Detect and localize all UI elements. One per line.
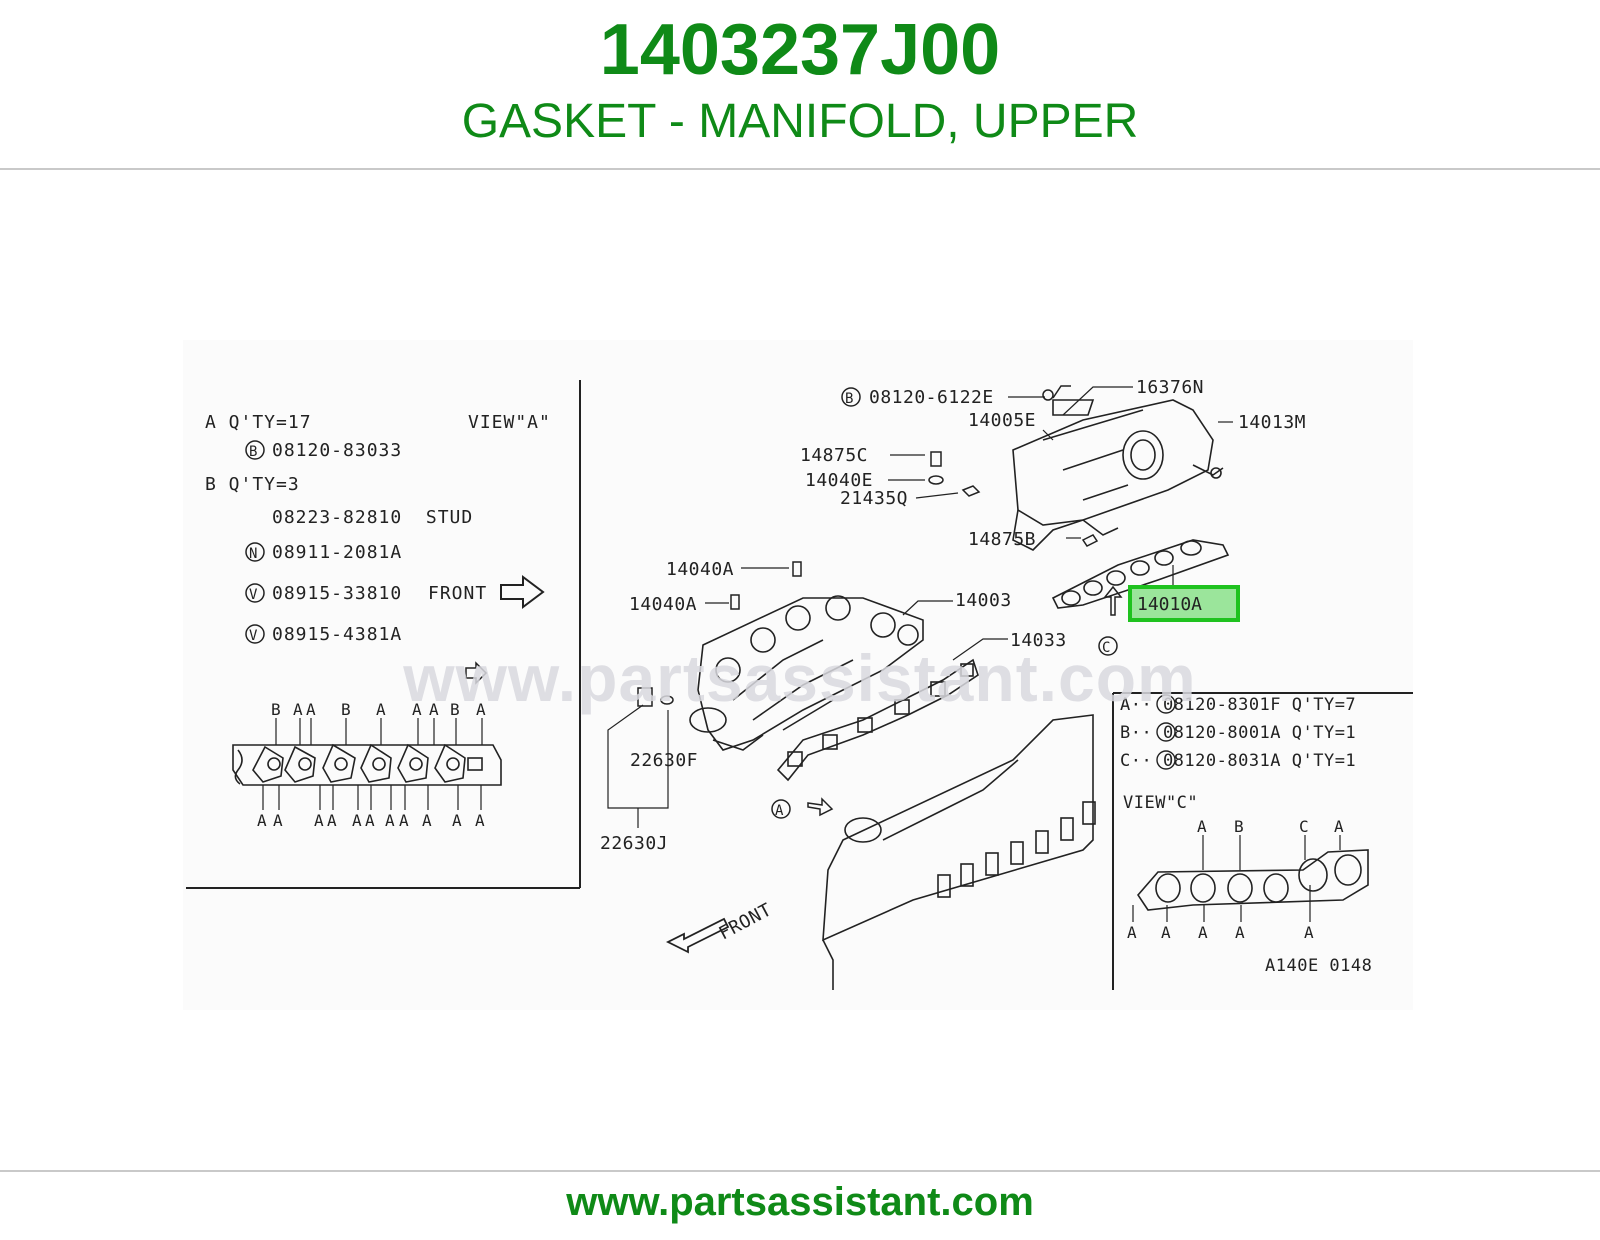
view-a-top-letter: A	[376, 700, 386, 719]
view-c-bottom-letter: A	[1161, 923, 1171, 942]
view-a-bottom-letter: A	[422, 811, 432, 830]
highlight-box-14010A[interactable]	[1128, 585, 1240, 622]
view-c-line-a: A·· 08120-8301F Q'TY=7	[1120, 695, 1356, 715]
view-c-top-letter: B	[1234, 817, 1244, 836]
svg-text:N: N	[249, 546, 258, 562]
view-a-manifold	[232, 743, 502, 786]
inset-view-a: VIEW"A"	[468, 412, 551, 433]
front-main-arrow-icon	[665, 917, 730, 954]
view-c-bottom-letter: A	[1304, 923, 1314, 942]
callout-14875B: 14875B	[968, 529, 1036, 550]
callout-14033: 14033	[1010, 630, 1067, 651]
view-a-bottom-letter: A	[314, 811, 324, 830]
callout-14040A-1: 14040A	[666, 559, 734, 580]
footer-url[interactable]: www.partsassistant.com	[566, 1180, 1034, 1224]
view-a-bottom-letter: A	[257, 811, 267, 830]
up-arrow-icon	[1103, 585, 1123, 616]
watermark: www.partsassistant.com	[403, 641, 1197, 715]
part-number-title: 1403237J00	[599, 10, 1001, 90]
lower-gasket-drawing	[776, 658, 979, 782]
view-a-bottom-letter: A	[327, 811, 337, 830]
callout-22630F: 22630F	[630, 750, 698, 771]
diagram-svg: A Q'TY=17 VIEW"A" B 08120-83033 B Q'TY=3…	[186, 377, 1413, 990]
footer-divider	[0, 1170, 1600, 1172]
inset-part-b1: 08120-83033	[272, 440, 402, 461]
diagram-code: A140E 0148	[1265, 956, 1372, 976]
view-a-bottom-letter: A	[399, 811, 409, 830]
callout-14003: 14003	[955, 590, 1012, 611]
header-divider	[0, 168, 1600, 170]
lower-manifold-drawing	[689, 595, 924, 751]
callout-22630J: 22630J	[600, 833, 668, 854]
small-arrow-icon	[465, 661, 488, 685]
callout-21435Q: 21435Q	[840, 488, 908, 509]
inset-b-qty: B Q'TY=3	[205, 474, 300, 495]
view-c-bottom-letter: A	[1127, 923, 1137, 942]
view-a-top-letter: A	[412, 700, 422, 719]
callout-14013M: 14013M	[1238, 412, 1306, 433]
upper-collector-drawing	[1012, 399, 1224, 551]
view-a-bottom-letter: A	[273, 811, 283, 830]
view-a-top-letter: A	[306, 700, 316, 719]
callout-14040E: 14040E	[805, 470, 873, 491]
callout-14875C: 14875C	[800, 445, 868, 466]
front-main-label: FRONT	[715, 899, 775, 944]
parts-diagram: A Q'TY=17 VIEW"A" B 08120-83033 B Q'TY=3…	[183, 340, 1413, 1010]
view-c-top-letter: A	[1334, 817, 1344, 836]
inset-a-qty: A Q'TY=17	[205, 412, 312, 433]
callout-16376N: 16376N	[1136, 377, 1204, 398]
view-c-top-letter: A	[1197, 817, 1207, 836]
svg-text:V: V	[249, 587, 258, 603]
view-a-bottom-letter: A	[475, 811, 485, 830]
view-a-top-letter: A	[293, 700, 303, 719]
callout-14005E: 14005E	[968, 410, 1036, 431]
upper-gasket-drawing	[1051, 539, 1230, 609]
inset-front: FRONT	[428, 583, 487, 604]
view-c-bottom-letter: A	[1198, 923, 1208, 942]
view-a-top-letter: B	[450, 700, 460, 719]
view-a-top-letter: A	[476, 700, 486, 719]
view-a-bottom-letter: A	[452, 811, 462, 830]
view-c-marker-label: C	[1102, 640, 1111, 656]
view-c-marker	[1098, 636, 1118, 656]
view-c-gasket	[1136, 849, 1369, 911]
inset-part-v2: 08915-4381A	[272, 624, 402, 645]
view-c-line-c: C·· 08120-8031A Q'TY=1	[1120, 751, 1356, 771]
svg-text:V: V	[249, 628, 258, 644]
svg-text:B: B	[249, 444, 258, 460]
callout-14040A-2: 14040A	[629, 594, 697, 615]
callout-14010A[interactable]: 14010A	[1137, 594, 1202, 615]
small-fasteners	[637, 385, 1099, 707]
view-c-bottom-letter: A	[1235, 923, 1245, 942]
view-a-top-letter: B	[271, 700, 281, 719]
view-c-top-letter: C	[1299, 817, 1309, 836]
page-header: 1403237J00 GASKET - MANIFOLD, UPPER	[0, 0, 1600, 168]
svg-text:B: B	[845, 391, 854, 407]
view-c-label: VIEW"C"	[1123, 793, 1198, 813]
right-arrow-icon	[807, 797, 834, 817]
view-a-bottom-letter: A	[365, 811, 375, 830]
view-a-bottom-letter: A	[352, 811, 362, 830]
view-a-bottom-letter: A	[385, 811, 395, 830]
part-description: GASKET - MANIFOLD, UPPER	[461, 95, 1139, 148]
view-a-marker	[771, 799, 791, 819]
inset-part-v1: 08915-33810	[272, 583, 402, 604]
inset-part-n: 08911-2081A	[272, 542, 402, 563]
front-arrow-icon	[500, 575, 545, 609]
view-a-marker-label: A	[775, 803, 784, 819]
engine-block-drawing	[822, 714, 1096, 990]
callout-08120-6122E: 08120-6122E	[869, 387, 994, 408]
view-a-top-letter: B	[341, 700, 351, 719]
view-c-line-b: B·· 08120-8001A Q'TY=1	[1120, 723, 1356, 743]
view-a-top-letter: A	[429, 700, 439, 719]
inset-stud: 08223-82810 STUD	[272, 507, 473, 528]
